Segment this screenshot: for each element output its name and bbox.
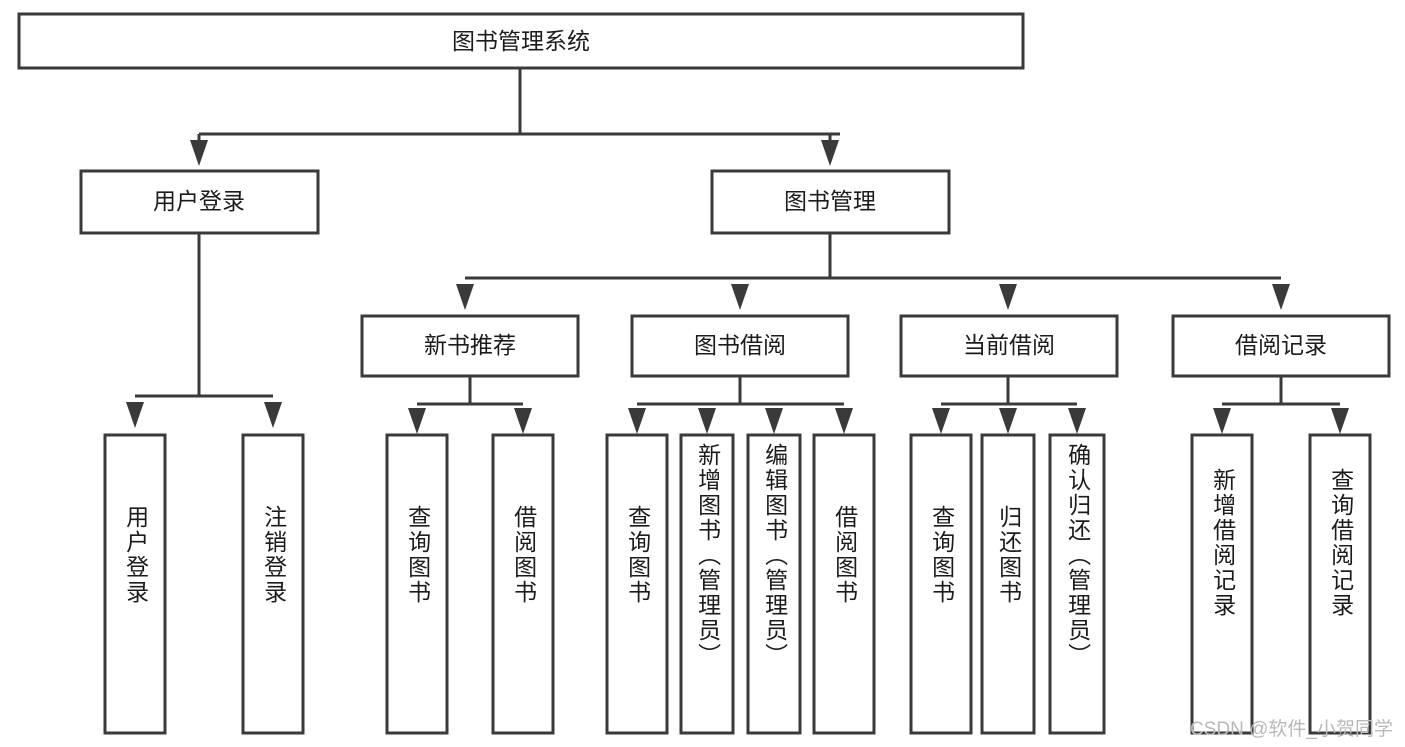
node-borrow-records-label: 借阅记录 [1235, 332, 1327, 358]
node-book-management[interactable]: 图书管理 [710, 169, 951, 235]
connector-group-currentborrow-to-leaves [932, 376, 1086, 434]
connector-group-bookborrow-to-leaves [628, 376, 853, 434]
leaf-box-user-login-0[interactable] [103, 433, 167, 735]
leaf-box-borrow-records-1[interactable] [1308, 433, 1372, 735]
connector-group-userlogin-to-leaves [126, 233, 282, 428]
node-new-book-recommend[interactable]: 新书推荐 [360, 314, 580, 378]
node-user-login[interactable]: 用户登录 [79, 169, 320, 235]
node-root[interactable]: 图书管理系统 [17, 12, 1025, 70]
leaf-box-book-borrow-3[interactable] [812, 433, 876, 735]
node-book-borrow-label: 图书借阅 [694, 332, 786, 358]
leaf-box-new-book-0[interactable] [385, 433, 449, 735]
connector-group-root-to-level2 [190, 68, 840, 166]
node-root-label: 图书管理系统 [452, 28, 590, 54]
node-current-borrow[interactable]: 当前借阅 [899, 314, 1119, 378]
connector-group-bookmgmt-to-level3 [456, 233, 1290, 310]
node-borrow-records[interactable]: 借阅记录 [1171, 314, 1391, 378]
node-new-book-recommend-label: 新书推荐 [424, 332, 516, 358]
node-book-borrow[interactable]: 图书借阅 [630, 314, 850, 378]
connector-group-borrowrecords-to-leaves [1213, 376, 1349, 434]
leaf-box-book-borrow-2[interactable] [746, 433, 802, 735]
node-book-management-label: 图书管理 [784, 188, 876, 214]
leaf-box-current-borrow-2[interactable] [1048, 433, 1106, 735]
leaf-box-current-borrow-0[interactable] [909, 433, 973, 735]
leaf-box-new-book-1[interactable] [491, 433, 555, 735]
leaf-box-borrow-records-0[interactable] [1190, 433, 1254, 735]
leaf-box-book-borrow-1[interactable] [679, 433, 735, 735]
watermark-text: CSDN @软件_小贺同学 [1190, 719, 1393, 740]
leaf-box-current-borrow-1[interactable] [980, 433, 1036, 735]
node-user-login-label: 用户登录 [153, 188, 245, 214]
leaf-box-user-login-1[interactable] [241, 433, 305, 735]
connector-group-newbook-to-leaves [408, 376, 532, 434]
leaf-box-book-borrow-0[interactable] [605, 433, 669, 735]
node-current-borrow-label: 当前借阅 [963, 332, 1055, 358]
